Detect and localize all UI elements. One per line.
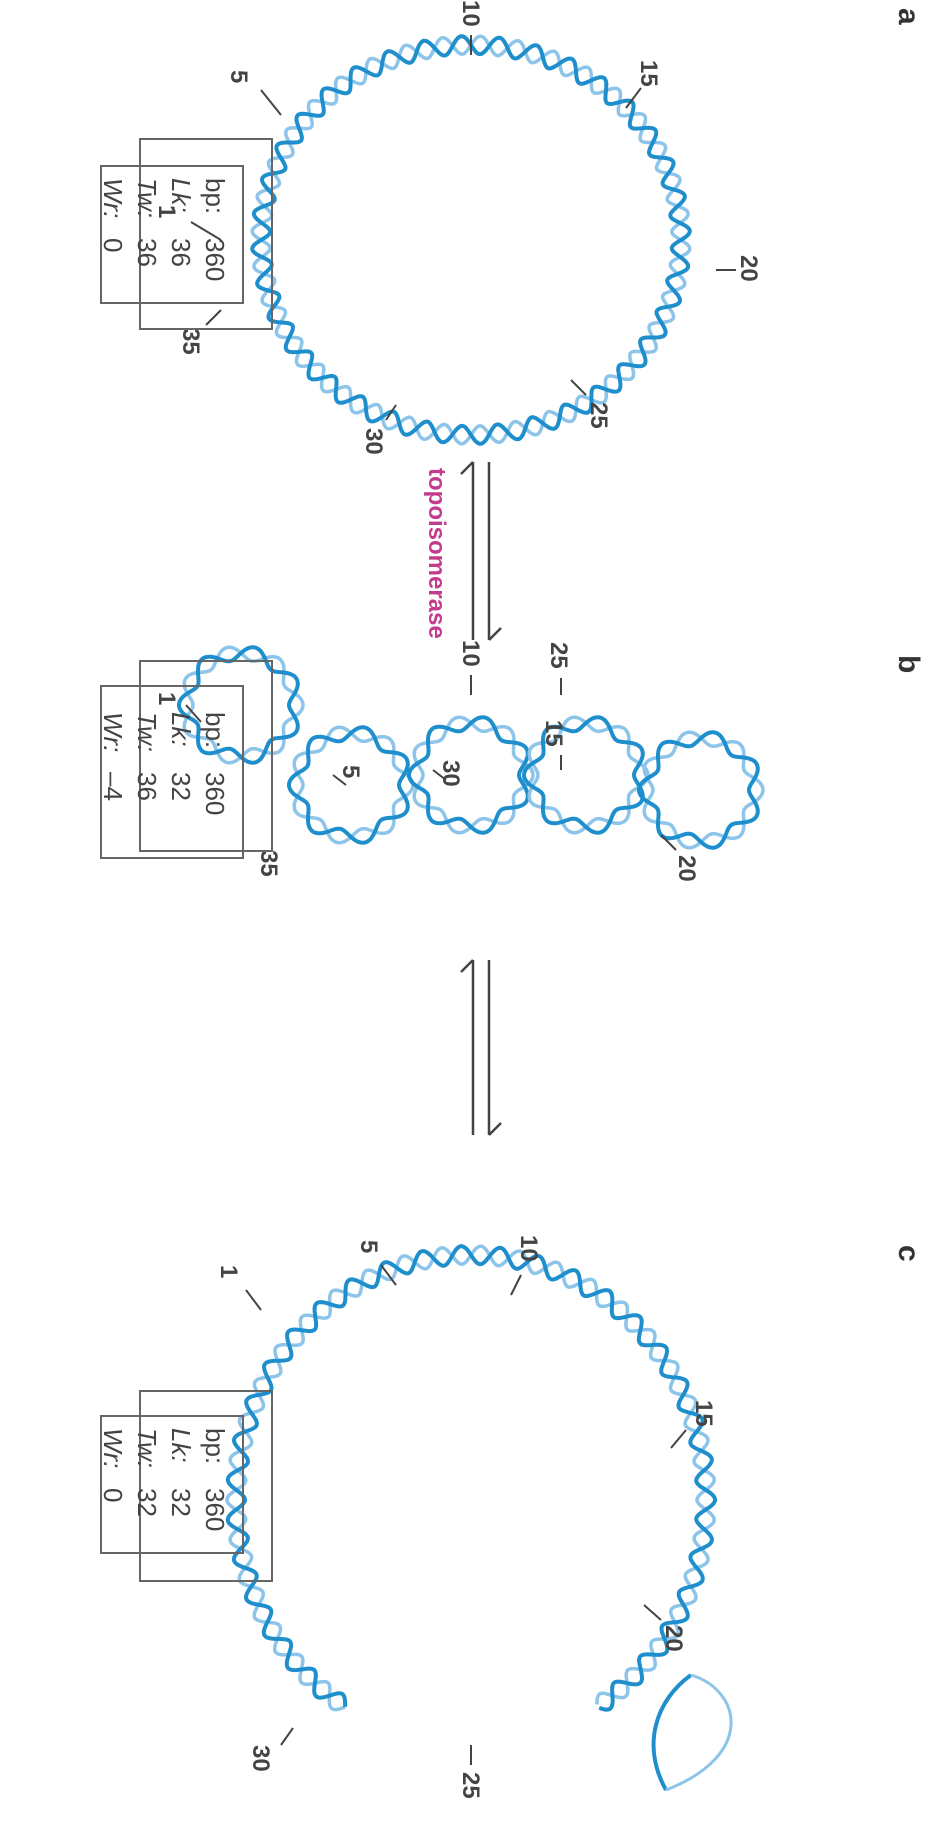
table-c-box bbox=[100, 1415, 244, 1554]
marker-b-35: 35 bbox=[255, 850, 282, 877]
panel-label-b: b bbox=[892, 655, 925, 673]
marker-a-1: 1 bbox=[153, 205, 180, 218]
marker-c-5: 5 bbox=[355, 1240, 382, 1253]
marker-c-1: 1 bbox=[215, 1265, 242, 1278]
wr-key: Wr: bbox=[98, 1428, 128, 1469]
marker-b-5: 5 bbox=[337, 765, 364, 778]
marker-a-20: 20 bbox=[735, 255, 762, 282]
supercoiled-dna bbox=[177, 645, 765, 850]
lk-key: Lk: bbox=[166, 178, 196, 213]
melted-bubble bbox=[651, 1673, 733, 1792]
wr-value: 0 bbox=[98, 1488, 128, 1503]
wr-value: 0 bbox=[98, 238, 128, 253]
wr-key: Wr: bbox=[98, 712, 128, 753]
marker-b-30: 30 bbox=[437, 760, 464, 787]
tw-key: Tw: bbox=[132, 712, 162, 752]
marker-a-5: 5 bbox=[225, 70, 252, 83]
panel-label-a: a bbox=[892, 8, 925, 25]
bp-value: 360 bbox=[200, 772, 230, 816]
tw-value: 36 bbox=[132, 772, 162, 801]
bp-key: bp: bbox=[200, 1428, 230, 1465]
panel-label-c: c bbox=[892, 1245, 925, 1262]
table-a-box bbox=[100, 165, 244, 304]
lk-value: 32 bbox=[166, 772, 196, 801]
panel-c-markers: 1 5 10 15 20 25 30 bbox=[215, 1235, 717, 1799]
bp-key: bp: bbox=[200, 712, 230, 749]
underwound-circular-dna bbox=[225, 1244, 718, 1712]
table-b-box bbox=[100, 685, 244, 859]
marker-c-20: 20 bbox=[660, 1625, 687, 1652]
wr-key: Wr: bbox=[98, 178, 128, 219]
marker-b-1: 1 bbox=[153, 692, 180, 705]
relaxed-circular-dna bbox=[250, 34, 692, 446]
table-c-text: bp:360 Lk:32 Tw:32 Wr:0 bbox=[96, 1428, 232, 1548]
table-c bbox=[139, 1390, 273, 1582]
marker-b-15: 15 bbox=[540, 720, 567, 747]
tw-value: 32 bbox=[132, 1488, 162, 1517]
marker-b-20: 20 bbox=[673, 855, 700, 882]
panel-b-markers: 1 35 5 30 10 15 25 20 bbox=[153, 640, 700, 882]
table-a bbox=[139, 138, 273, 330]
topoisomerase-label: topoisomerase bbox=[423, 468, 450, 639]
marker-b-10: 10 bbox=[457, 640, 484, 667]
lk-value: 32 bbox=[166, 1488, 196, 1517]
marker-a-15: 15 bbox=[635, 60, 662, 87]
marker-b-25: 25 bbox=[545, 642, 572, 669]
tw-value: 36 bbox=[132, 238, 162, 267]
lk-value: 36 bbox=[166, 238, 196, 267]
table-b-text: bp: 360 Lk: 32 Tw: 36 Wr: –4 bbox=[96, 712, 232, 832]
marker-a-25: 25 bbox=[585, 402, 612, 429]
bp-value: 360 bbox=[200, 238, 230, 282]
table-a-text: bp:360 Lk:36 Tw:36 Wr:0 bbox=[96, 178, 232, 298]
equilibrium-arrow-2 bbox=[460, 959, 502, 1136]
marker-c-10: 10 bbox=[515, 1235, 542, 1262]
marker-c-30: 30 bbox=[247, 1745, 274, 1772]
panel-a-markers: 1 5 10 15 20 25 30 35 bbox=[153, 0, 762, 455]
bp-key: bp: bbox=[200, 178, 230, 215]
tw-key: Tw: bbox=[132, 1428, 162, 1468]
marker-a-10: 10 bbox=[457, 0, 484, 27]
marker-a-30: 30 bbox=[360, 428, 387, 455]
bp-value: 360 bbox=[200, 1488, 230, 1532]
marker-a-35: 35 bbox=[177, 328, 204, 355]
marker-c-15: 15 bbox=[690, 1400, 717, 1427]
table-b bbox=[139, 660, 273, 852]
wr-value: –4 bbox=[98, 772, 128, 801]
marker-c-25: 25 bbox=[457, 1772, 484, 1799]
lk-key: Lk: bbox=[166, 1428, 196, 1463]
tw-key: Tw: bbox=[132, 178, 162, 218]
equilibrium-arrow-1 bbox=[460, 461, 502, 641]
lk-key: Lk: bbox=[166, 712, 196, 747]
